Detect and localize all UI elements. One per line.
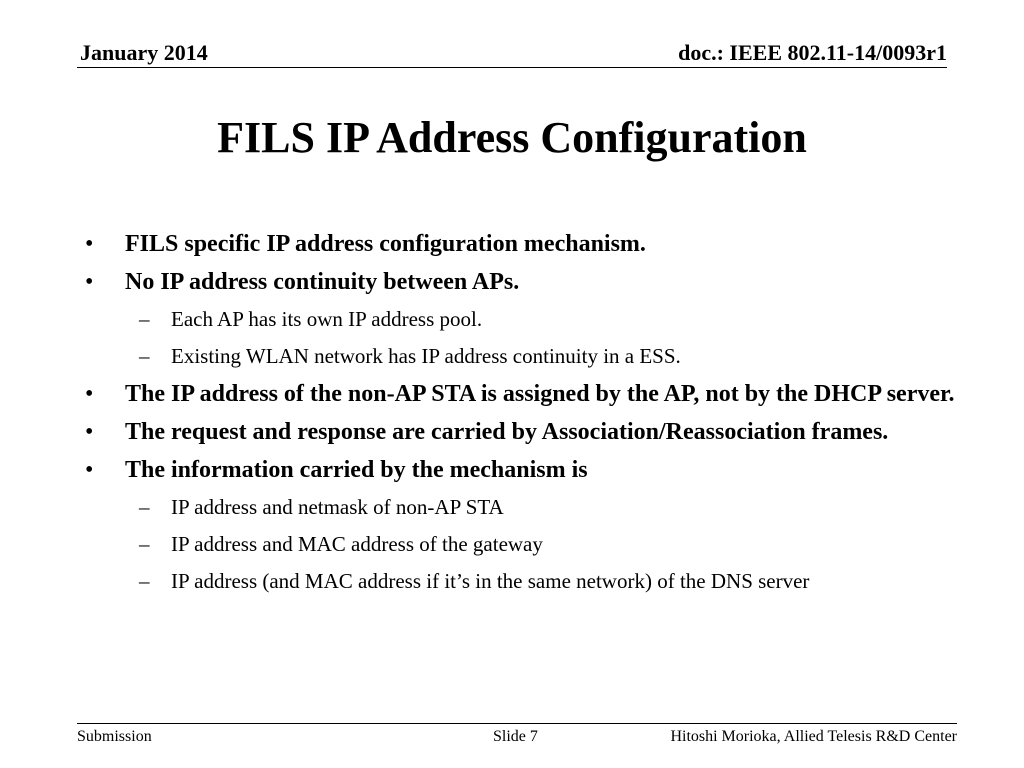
bullet-mark: • — [85, 457, 94, 483]
bullet-text: The request and response are carried by … — [125, 419, 889, 445]
sub-bullet-text: Each AP has its own IP address pool. — [171, 307, 483, 331]
bullet-item: • No IP address continuity between APs. — [85, 266, 955, 299]
bullet-item: • The IP address of the non-AP STA is as… — [85, 378, 955, 411]
footer-author: Hitoshi Morioka, Allied Telesis R&D Cent… — [670, 728, 957, 745]
header-divider — [77, 67, 947, 68]
slide-title: FILS IP Address Configuration — [217, 113, 807, 162]
bullet-mark: • — [85, 231, 94, 257]
slide-content: • FILS specific IP address configuration… — [85, 228, 955, 603]
bullet-mark: • — [85, 419, 94, 445]
sub-bullet-text: IP address (and MAC address if it’s in t… — [171, 569, 810, 593]
footer-submission: Submission — [77, 728, 152, 745]
bullet-text: FILS specific IP address configuration m… — [125, 231, 646, 257]
sub-bullet-text: Existing WLAN network has IP address con… — [171, 344, 681, 368]
sub-bullet-mark: – — [139, 344, 150, 368]
bullet-item: • The request and response are carried b… — [85, 416, 955, 449]
footer-divider — [77, 723, 957, 724]
sub-bullet-text: IP address and MAC address of the gatewa… — [171, 532, 543, 556]
footer-slide-number: Slide 7 — [493, 728, 538, 745]
sub-bullet-mark: – — [139, 569, 150, 593]
bullet-item: • FILS specific IP address configuration… — [85, 228, 955, 261]
bullet-text: No IP address continuity between APs. — [125, 269, 520, 295]
bullet-mark: • — [85, 269, 94, 295]
sub-bullet-item: – IP address (and MAC address if it’s in… — [85, 566, 955, 597]
bullet-text: The information carried by the mechanism… — [125, 457, 588, 483]
bullet-mark: • — [85, 381, 94, 407]
bullet-text: The IP address of the non-AP STA is assi… — [125, 381, 955, 407]
sub-bullet-item: – Each AP has its own IP address pool. — [85, 304, 955, 335]
sub-bullet-mark: – — [139, 532, 150, 556]
header-date: January 2014 — [80, 40, 208, 65]
bullet-item: • The information carried by the mechani… — [85, 454, 955, 487]
sub-bullet-item: – Existing WLAN network has IP address c… — [85, 341, 955, 372]
sub-bullet-mark: – — [139, 495, 150, 519]
sub-bullet-text: IP address and netmask of non-AP STA — [171, 495, 504, 519]
sub-bullet-item: – IP address and netmask of non-AP STA — [85, 492, 955, 523]
header-doc-id: doc.: IEEE 802.11-14/0093r1 — [678, 40, 947, 65]
sub-bullet-item: – IP address and MAC address of the gate… — [85, 529, 955, 560]
sub-bullet-mark: – — [139, 307, 150, 331]
